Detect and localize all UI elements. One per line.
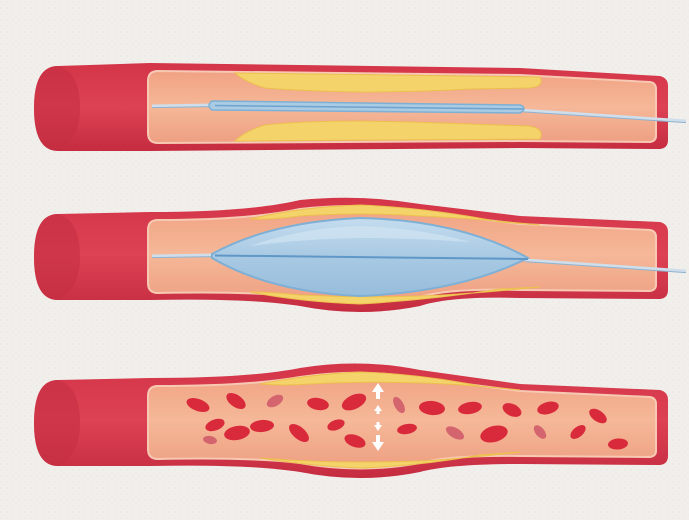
panel-catheter-inserted <box>34 63 686 151</box>
